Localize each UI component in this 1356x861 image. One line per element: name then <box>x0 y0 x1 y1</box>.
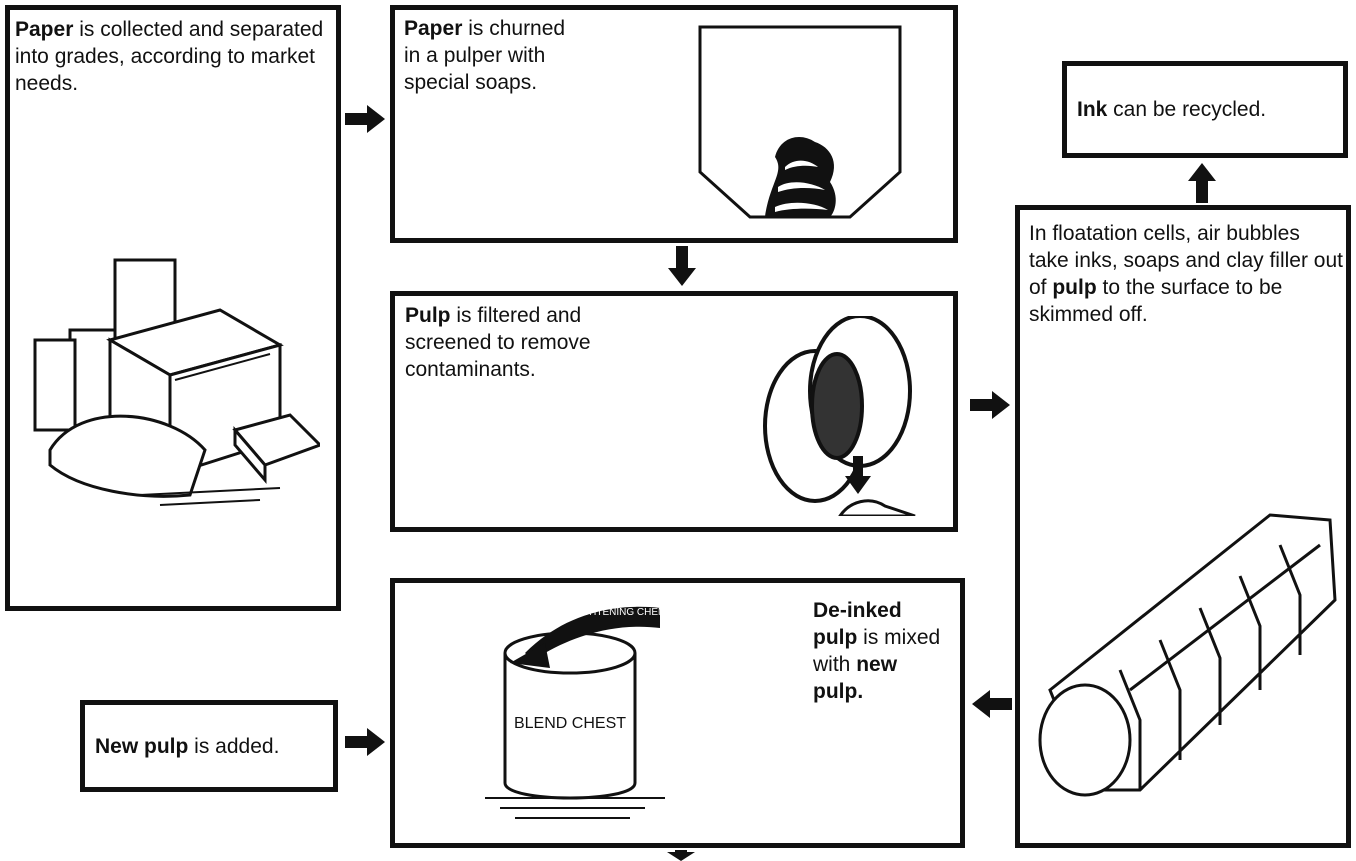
step-pulper-text: Paper is churned in a pulper with specia… <box>404 17 566 94</box>
filter-screen-illustration <box>763 316 916 516</box>
arrow-down-2 <box>667 850 695 861</box>
step-blend-box: De-inked pulp is mixed with new pulp. BR… <box>390 578 965 848</box>
step-ink-text: Ink can be recycled. <box>1077 98 1267 121</box>
step-filter-text: Pulp is filtered and screened to remove … <box>405 304 591 381</box>
step-flotation-box: In floatation cells, air bubbles take in… <box>1015 205 1351 848</box>
arrow-right-2 <box>970 391 1010 419</box>
step-collect-box: Paper is collected and separated into gr… <box>5 5 341 611</box>
blend-chest-label: BLEND CHEST <box>514 715 626 732</box>
paper-pile-illustration <box>33 258 320 506</box>
arrow-right-3 <box>345 728 385 756</box>
arrow-left <box>972 690 1012 718</box>
chemicals-label: BRIGHTENING CHEMICALS <box>565 607 696 618</box>
step-pulper-box: Paper is churned in a pulper with specia… <box>390 5 958 243</box>
step-flotation-text: In floatation cells, air bubbles take in… <box>1029 222 1343 326</box>
flotation-cells-illustration <box>1038 513 1337 797</box>
pulper-illustration <box>698 25 902 219</box>
step-blend-text: De-inked pulp is mixed with new pulp. <box>813 599 941 703</box>
step-newpulp-box: New pulp is added. <box>80 700 338 792</box>
step-newpulp-text: New pulp is added. <box>95 735 280 758</box>
arrow-right-1 <box>345 105 385 133</box>
step-ink-box: Ink can be recycled. <box>1062 61 1348 158</box>
blend-chest-illustration: BRIGHTENING CHEMICALS BLEND CHEST <box>485 606 696 819</box>
step-filter-box: Pulp is filtered and screened to remove … <box>390 291 958 532</box>
arrow-down-1 <box>668 246 696 286</box>
arrow-up <box>1188 163 1216 203</box>
step-collect-text: Paper is collected and separated into gr… <box>15 18 324 95</box>
